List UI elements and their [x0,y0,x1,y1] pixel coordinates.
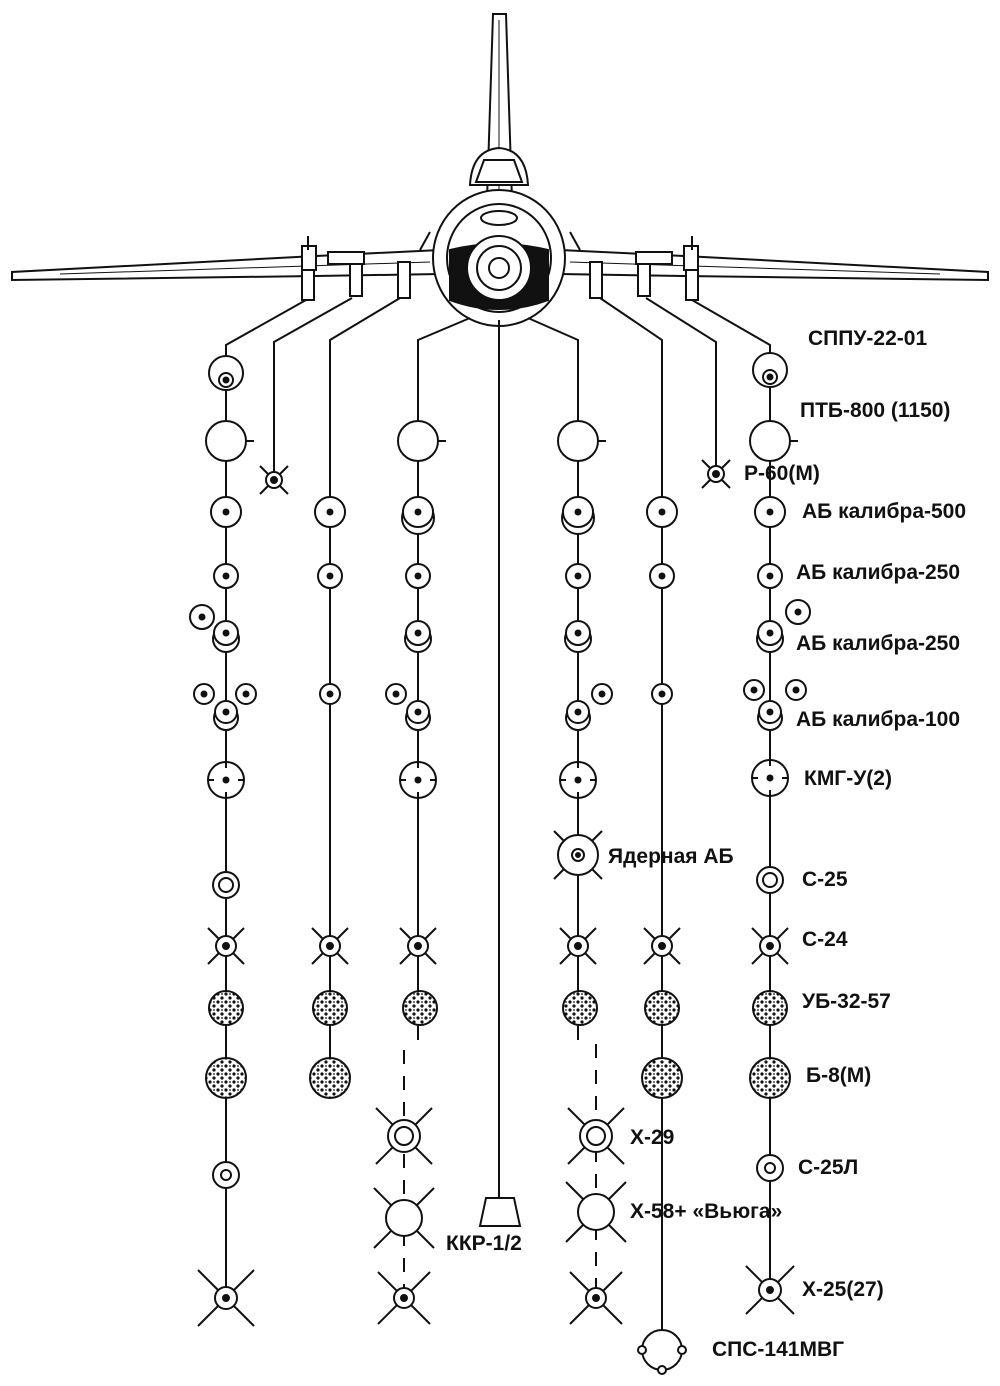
bomb-icon [646,496,678,528]
cluster-bomb-icon [207,761,245,799]
cluster-bomb-icon [399,761,437,799]
bomb-icon [405,563,431,589]
label-ab250b: АБ калибра-250 [796,632,960,655]
label-b8: Б-8(М) [806,1064,871,1087]
finned-bomb-icon [213,700,239,731]
label-kkr: ККР-1/2 [446,1232,522,1255]
label-ab500: АБ калибра-500 [802,500,966,523]
label-nuclear: Ядерная АБ [608,845,734,868]
kh29-missile-icon [567,1107,625,1165]
label-sps: СПС-141МВГ [712,1338,844,1361]
finned-bomb-icon [564,620,592,653]
nuclear-bomb-icon [553,830,603,880]
kh58-missile-icon [565,1181,627,1243]
bomb-icon [565,563,591,589]
rocket-pod-icon [402,990,438,1026]
cluster-bomb-icon [751,759,789,797]
finned-missile-icon [207,927,245,965]
bomb-icon [235,683,257,705]
label-ab100: АБ калибра-100 [796,708,960,731]
s25l-rocket-icon [212,1157,240,1189]
finned-bomb-icon [401,496,435,535]
finned-bomb-icon [405,700,431,731]
drop-tank-icon [749,420,798,462]
finned-missile-icon [377,1271,431,1325]
drop-tank-icon [205,420,254,462]
label-ub32: УБ-32-57 [802,990,891,1013]
bomb-icon [319,683,341,705]
label-r60: Р-60(М) [744,462,820,485]
drop-tank-icon [397,420,446,462]
bomb-icon [651,683,673,705]
bomb-icon [314,496,346,528]
gun-pod-icon [208,355,244,391]
finned-missile-icon [559,927,597,965]
bomb-icon [591,683,613,705]
label-ptb: ПТБ-800 (1150) [800,399,950,422]
drop-tank-icon [557,420,606,462]
pylon-connector-lines [225,297,771,1338]
kkr-pod-icon [478,1197,522,1227]
finned-missile-icon [259,465,289,495]
label-s25l: С-25Л [798,1156,858,1179]
finned-bomb-icon [404,620,432,653]
label-kmg: КМГ-У(2) [804,767,892,790]
rocket-pod-icon [562,990,598,1026]
gun-pod-icon [752,352,788,388]
bomb-icon [210,496,242,528]
label-s25: С-25 [802,868,848,891]
rocket-pod-icon [749,1057,791,1099]
finned-missile-icon [197,1269,255,1327]
rocket-s25-icon [212,871,240,899]
rocket-pod-icon [208,990,244,1026]
aircraft-front-view-icon [11,13,989,327]
finned-missile-icon [399,927,437,965]
finned-missile-icon [569,1271,623,1325]
finned-missile-icon [745,1265,795,1315]
bomb-icon [193,683,215,705]
finned-bomb-icon [757,700,783,731]
s25l-rocket-icon [756,1150,784,1182]
label-s24: С-24 [802,928,848,951]
label-kh58: Х-58+ «Вьюга» [630,1200,782,1223]
finned-missile-icon [701,459,731,489]
label-sppu: СППУ-22-01 [808,327,927,350]
rocket-pod-icon [641,1057,683,1099]
kh58-missile-icon [373,1187,435,1249]
ecm-pod-icon [637,1322,687,1375]
finned-bomb-icon [561,496,595,535]
finned-missile-icon [751,927,789,965]
cluster-bomb-icon [559,761,597,799]
finned-missile-icon [311,927,349,965]
rocket-pod-icon [644,990,680,1026]
bomb-icon [213,563,239,589]
label-ab250a: АБ калибра-250 [796,561,960,584]
bomb-icon [189,604,215,630]
rocket-s25-icon [756,866,784,894]
rocket-pod-icon [312,990,348,1026]
store-labels: СППУ-22-01 ПТБ-800 (1150) Р-60(М) АБ кал… [446,327,966,1361]
bomb-icon [317,563,343,589]
finned-bomb-icon [565,700,591,731]
stores-layer [189,352,811,1375]
finned-bomb-icon [756,620,784,653]
bomb-icon [743,679,765,701]
rocket-pod-icon [309,1057,351,1099]
bomb-icon [757,563,783,589]
finned-bomb-icon [212,620,240,653]
label-kh25: Х-25(27) [802,1278,884,1301]
rocket-pod-icon [205,1057,247,1099]
kh29-missile-icon [375,1107,433,1165]
rocket-pod-icon [752,990,788,1026]
bomb-icon [649,563,675,589]
label-kh29: Х-29 [630,1126,674,1149]
bomb-icon [385,683,407,705]
bomb-icon [754,496,786,528]
bomb-icon [785,599,811,625]
finned-missile-icon [643,927,681,965]
bomb-icon [785,679,807,701]
